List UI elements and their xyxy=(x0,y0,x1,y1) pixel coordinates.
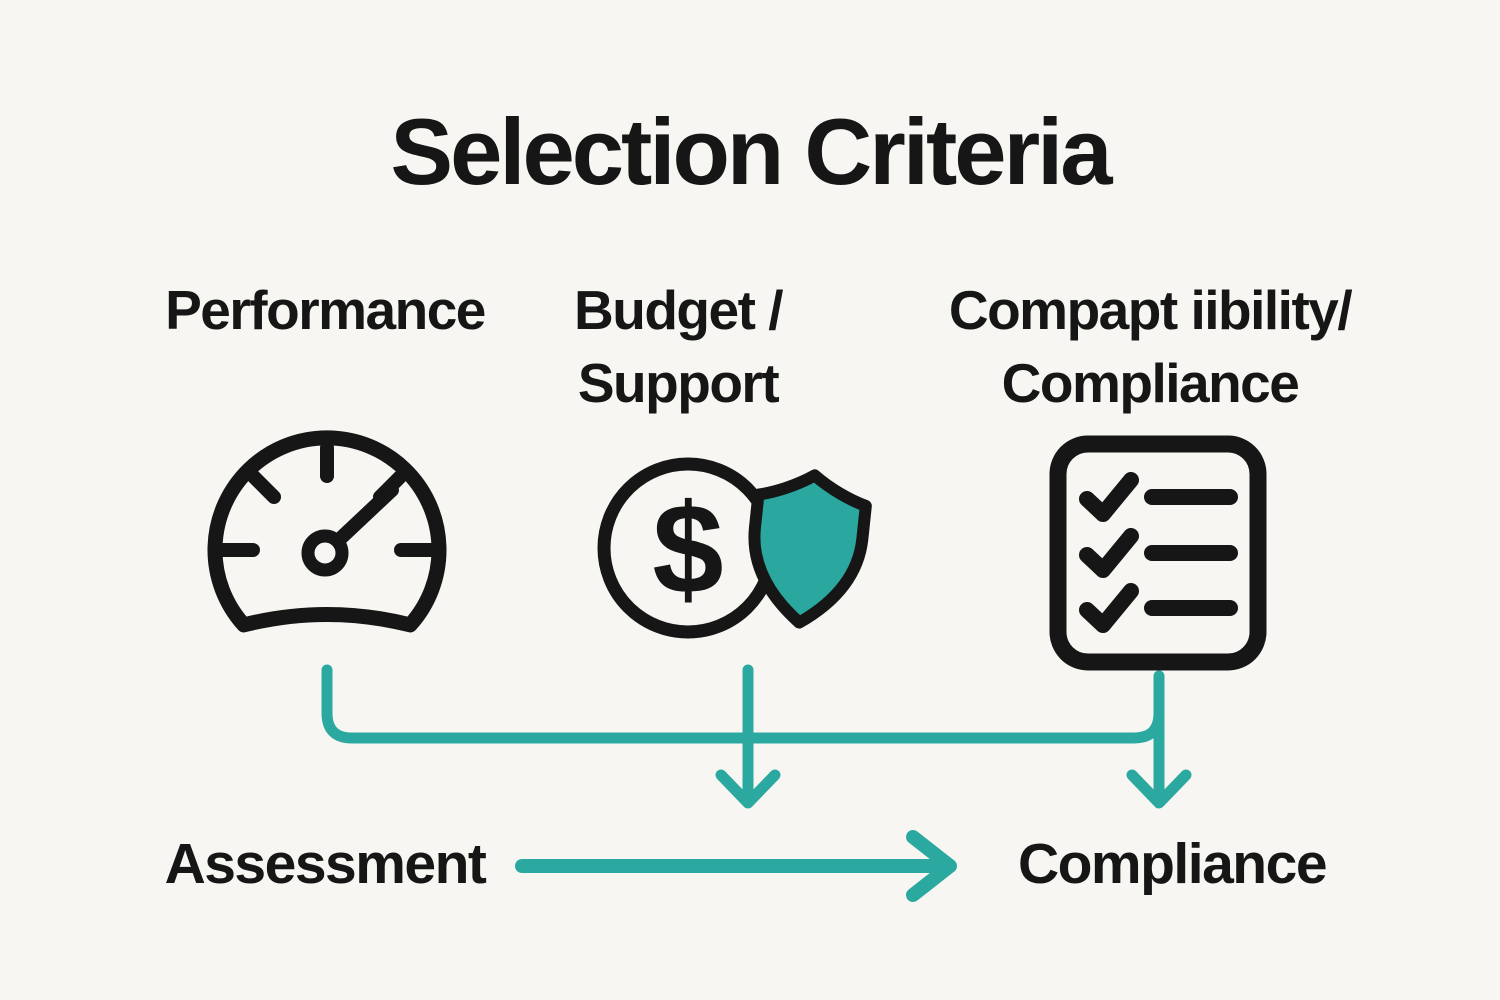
compliance-label: Compliance xyxy=(1017,832,1328,896)
down-arrowhead-right xyxy=(1126,769,1192,809)
speedometer-icon xyxy=(192,418,462,663)
heading-line: Performance xyxy=(165,279,486,341)
dollar-coin-shield-icon: $ xyxy=(585,443,895,668)
column-heading-budget-support: Budget / Support xyxy=(478,274,878,420)
bracket-connector xyxy=(321,664,1165,744)
heading-line: Compapt iibility/ xyxy=(948,279,1353,341)
dollar-sign: $ xyxy=(652,478,723,621)
heading-line: Budget / xyxy=(574,279,783,341)
checklist-icon xyxy=(1042,428,1272,683)
heading-line: Compliance xyxy=(1001,352,1300,414)
right-arrowhead xyxy=(906,830,957,902)
assessment-label: Assessment xyxy=(164,832,487,896)
column-heading-compatibility-compliance: Compapt iibility/ Compliance xyxy=(900,274,1400,420)
column-heading-performance: Performance xyxy=(75,274,575,347)
heading-line: Support xyxy=(577,352,780,414)
page-title: Selection Criteria xyxy=(390,99,1112,204)
down-arrowhead-middle xyxy=(715,769,781,809)
shield-shape xyxy=(748,469,872,629)
